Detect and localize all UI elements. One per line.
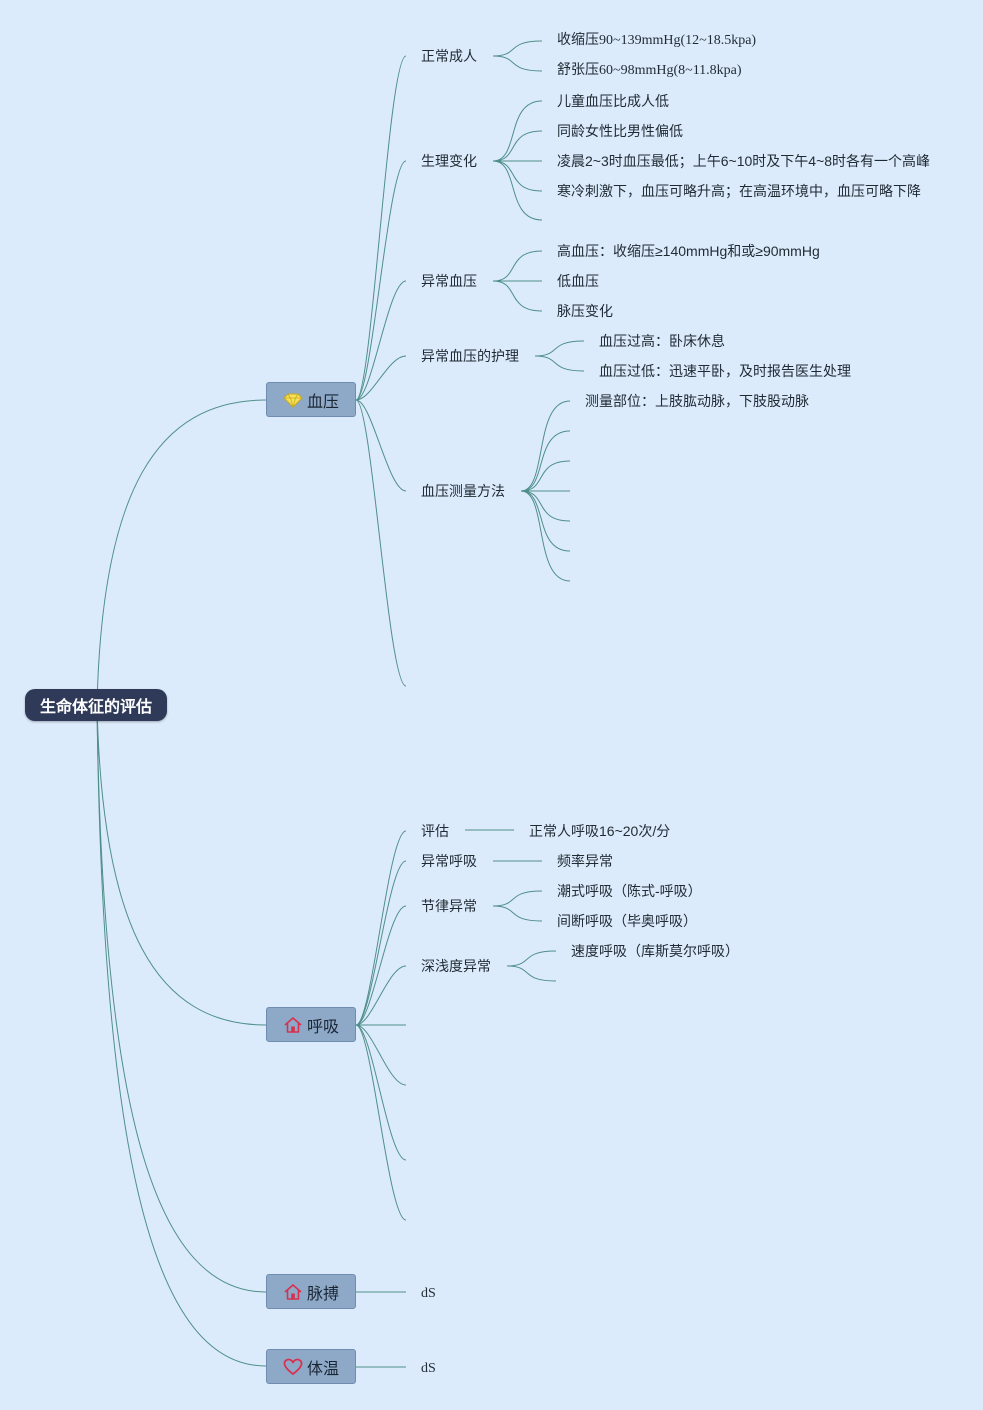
connector-curve bbox=[492, 250, 543, 282]
root-connector bbox=[96, 704, 267, 1293]
topic-resp-assess[interactable]: 评估 bbox=[421, 823, 449, 839]
branch-connector bbox=[355, 399, 407, 492]
branch-connector bbox=[355, 1024, 407, 1161]
connector-curve bbox=[492, 160, 543, 221]
branch-blood-pressure[interactable]: 血压 bbox=[266, 382, 356, 417]
leaf-pulse-child[interactable]: dS bbox=[421, 1286, 436, 1301]
home-icon bbox=[283, 1282, 303, 1302]
leaf-physio-daily-rhythm[interactable]: 凌晨2~3时血压最低；上午6~10时及下午4~8时各有一个高峰 bbox=[557, 153, 931, 169]
connector-curve bbox=[492, 130, 543, 162]
connector-curve bbox=[506, 950, 557, 967]
root-topic-label: 生命体征的评估 bbox=[39, 699, 152, 716]
root-topic[interactable]: 生命体征的评估 bbox=[25, 689, 167, 721]
leaf-rate-abnormal[interactable]: 频率异常 bbox=[557, 853, 613, 869]
leaf-biot[interactable]: 间断呼吸（毕奥呼吸） bbox=[557, 913, 697, 929]
branch-connector bbox=[355, 355, 407, 401]
connector-curve bbox=[534, 355, 585, 372]
leaf-cheyne-stokes[interactable]: 潮式呼吸（陈式-呼吸） bbox=[557, 883, 702, 899]
branch-connector bbox=[355, 280, 407, 401]
leaf-temp-child[interactable]: dS bbox=[421, 1361, 436, 1376]
topic-depth-abnormal[interactable]: 深浅度异常 bbox=[421, 958, 491, 974]
connector-curve bbox=[492, 100, 543, 162]
branch-connector bbox=[355, 55, 407, 401]
leaf-care-high[interactable]: 血压过高：卧床休息 bbox=[599, 333, 725, 349]
branch-connector bbox=[355, 1024, 407, 1221]
root-connector bbox=[96, 704, 267, 1367]
branch-label: 血压 bbox=[306, 393, 339, 411]
connector-curve bbox=[520, 490, 571, 552]
root-connector bbox=[96, 399, 267, 706]
connector-curve bbox=[492, 280, 543, 312]
branch-label: 呼吸 bbox=[306, 1018, 339, 1036]
branch-connector bbox=[355, 860, 407, 1026]
leaf-physio-female[interactable]: 同龄女性比男性偏低 bbox=[557, 123, 683, 139]
connector-curve bbox=[492, 40, 543, 57]
root-connector bbox=[96, 704, 267, 1026]
topic-bp-measurement[interactable]: 血压测量方法 bbox=[421, 483, 505, 499]
heart-icon bbox=[283, 1357, 303, 1377]
branch-connector bbox=[355, 965, 407, 1026]
topic-physiological-change[interactable]: 生理变化 bbox=[421, 153, 477, 169]
leaf-normal-resp-rate[interactable]: 正常人呼吸16~20次/分 bbox=[529, 823, 671, 839]
connector-curve bbox=[520, 430, 571, 492]
branch-connector bbox=[355, 399, 407, 687]
connector-curve bbox=[520, 490, 571, 582]
branch-connector bbox=[355, 830, 407, 1026]
leaf-physio-temperature[interactable]: 寒冷刺激下，血压可略升高；在高温环境中，血压可略下降 bbox=[557, 183, 921, 199]
connector-curve bbox=[492, 890, 543, 907]
leaf-hypotension[interactable]: 低血压 bbox=[557, 273, 599, 289]
topic-abnormal-bp-care[interactable]: 异常血压的护理 bbox=[421, 348, 519, 364]
branch-temperature[interactable]: 体温 bbox=[266, 1349, 356, 1384]
leaf-measurement-site[interactable]: 测量部位：上肢肱动脉，下肢股动脉 bbox=[585, 393, 809, 409]
connector-curve bbox=[520, 490, 571, 522]
connector-curve bbox=[534, 340, 585, 357]
leaf-physio-children[interactable]: 儿童血压比成人低 bbox=[557, 93, 669, 109]
connector-curve bbox=[492, 160, 543, 192]
branch-connector bbox=[355, 160, 407, 401]
connector-curve bbox=[492, 55, 543, 72]
branch-label: 体温 bbox=[306, 1360, 339, 1378]
branch-label: 脉搏 bbox=[306, 1285, 339, 1303]
leaf-hypertension[interactable]: 高血压：收缩压≥140mmHg和或≥90mmHg bbox=[557, 243, 820, 259]
home-icon bbox=[283, 1015, 303, 1035]
branch-connector bbox=[355, 905, 407, 1026]
diamond-icon bbox=[283, 390, 303, 410]
leaf-kussmaul[interactable]: 速度呼吸（库斯莫尔呼吸） bbox=[571, 943, 739, 959]
branch-respiration[interactable]: 呼吸 bbox=[266, 1007, 356, 1042]
connector-curve bbox=[520, 460, 571, 492]
leaf-normal-diastolic[interactable]: 舒张压60~98mmHg(8~11.8kpa) bbox=[557, 63, 742, 78]
leaf-pulse-pressure[interactable]: 脉压变化 bbox=[557, 303, 613, 319]
connector-curve bbox=[506, 965, 557, 982]
leaf-care-low[interactable]: 血压过低：迅速平卧，及时报告医生处理 bbox=[599, 363, 851, 379]
topic-abnormal-bp[interactable]: 异常血压 bbox=[421, 273, 477, 289]
connector-curve bbox=[520, 400, 571, 492]
topic-normal-adult[interactable]: 正常成人 bbox=[421, 48, 477, 64]
topic-rhythm-abnormal[interactable]: 节律异常 bbox=[421, 898, 477, 914]
branch-pulse[interactable]: 脉搏 bbox=[266, 1274, 356, 1309]
leaf-normal-systolic[interactable]: 收缩压90~139mmHg(12~18.5kpa) bbox=[557, 33, 757, 48]
connector-curve bbox=[492, 905, 543, 922]
branch-connector bbox=[355, 1024, 407, 1086]
topic-abnormal-resp[interactable]: 异常呼吸 bbox=[421, 853, 477, 869]
